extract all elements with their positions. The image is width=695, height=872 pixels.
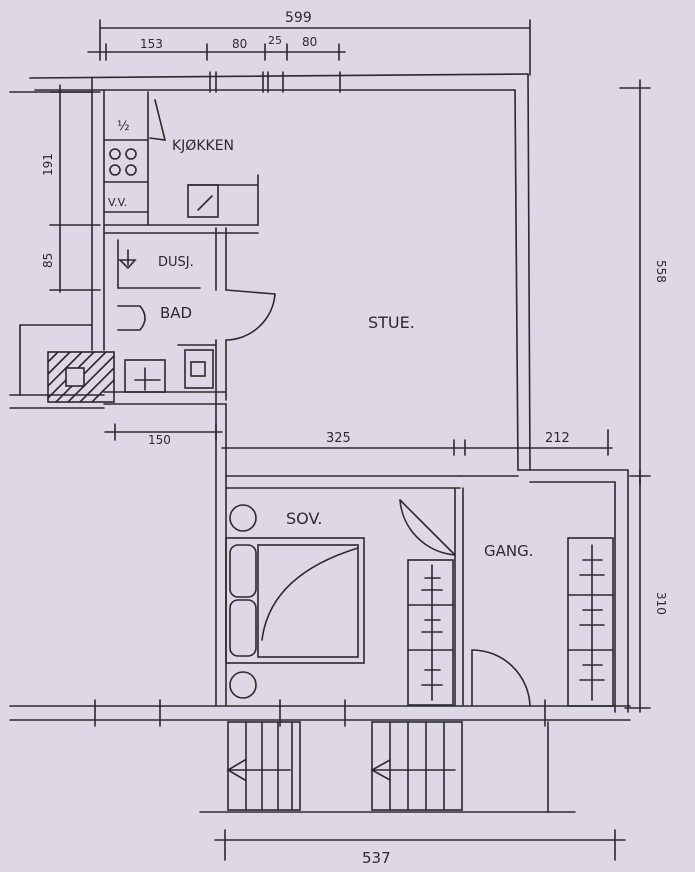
chimney — [47, 351, 115, 403]
dim-left-85: 85 — [41, 253, 55, 268]
dim-left-191: 191 — [41, 153, 55, 176]
dim-mid-212: 212 — [545, 431, 570, 446]
dim-top-153: 153 — [140, 37, 163, 51]
dim-top-80b: 80 — [302, 35, 317, 49]
dim-top-total: 599 — [285, 10, 312, 26]
room-label-hall: GANG. — [484, 542, 534, 560]
dim-top-25: 25 — [268, 34, 282, 47]
dim-mid-150: 150 — [148, 433, 171, 447]
bedroom-fixtures — [225, 499, 456, 706]
kitchen-fraction-symbol: ½ — [117, 119, 130, 134]
dim-mid-325: 325 — [326, 431, 351, 446]
room-label-bath: BAD — [160, 304, 192, 322]
room-label-kitchen: KJØKKEN — [172, 138, 234, 154]
dim-right-558: 558 — [654, 260, 668, 283]
dim-top-80a: 80 — [232, 37, 247, 51]
hall-fixtures — [471, 537, 614, 707]
stairs — [226, 721, 549, 813]
room-label-shower: DUSJ. — [158, 255, 194, 270]
bath-fixtures — [117, 239, 276, 393]
dim-bottom-537: 537 — [362, 849, 391, 867]
dim-right-310: 310 — [654, 592, 668, 615]
room-label-vv: V.V. — [108, 196, 127, 209]
room-label-living: STUE. — [368, 313, 415, 332]
kitchen-fixtures — [103, 91, 259, 226]
room-label-bedroom: SOV. — [286, 509, 322, 528]
